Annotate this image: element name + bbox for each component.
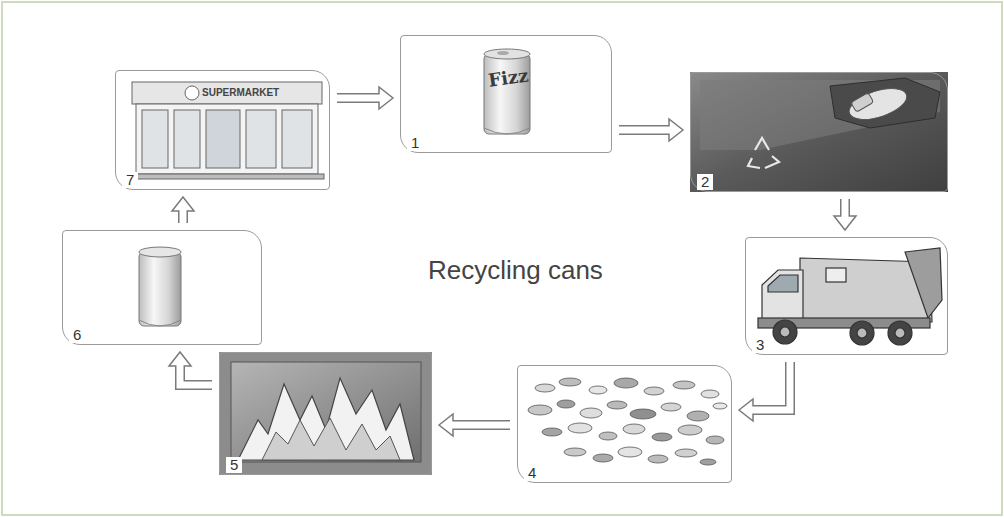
step-number: 1 bbox=[407, 135, 423, 151]
step-number: 7 bbox=[122, 172, 138, 188]
arrow-fill bbox=[619, 127, 672, 134]
flow-arrow bbox=[337, 87, 393, 109]
flow-arrow bbox=[739, 362, 790, 421]
flow-arrow bbox=[619, 119, 683, 141]
step-box: 5 bbox=[219, 352, 432, 475]
step-number: 3 bbox=[752, 337, 768, 353]
diagram-title: Recycling cans bbox=[428, 255, 603, 286]
crushed-cans bbox=[528, 378, 727, 465]
step-box: 6 bbox=[62, 230, 262, 345]
arrow-fill bbox=[337, 95, 382, 102]
shop-sign: SUPERMARKET bbox=[202, 87, 279, 98]
recycling-bin bbox=[690, 72, 948, 192]
can-brand: Fizz bbox=[487, 64, 530, 90]
flow-arrow bbox=[834, 199, 856, 230]
flow-arrow bbox=[439, 414, 510, 436]
flow-arrow bbox=[172, 197, 194, 223]
arrow-fill bbox=[450, 422, 510, 429]
arrow-fill bbox=[842, 199, 849, 219]
flow-arrow bbox=[169, 352, 212, 385]
arrow-fill bbox=[180, 363, 212, 385]
step-number: 6 bbox=[69, 327, 85, 343]
step-box: 1 bbox=[400, 35, 612, 153]
step-box: 2 bbox=[690, 72, 948, 192]
arrow-fill bbox=[750, 362, 790, 410]
furnace-fire bbox=[219, 352, 432, 475]
fizz-can bbox=[484, 49, 530, 134]
step-number: 4 bbox=[524, 465, 540, 481]
arrow-outline bbox=[753, 362, 790, 410]
step-number: 5 bbox=[226, 457, 242, 473]
arrow-fill bbox=[180, 208, 187, 223]
step-number: 2 bbox=[697, 174, 713, 190]
step-box: 4 bbox=[517, 365, 732, 483]
new-can bbox=[139, 247, 181, 326]
garbage-truck bbox=[758, 248, 942, 345]
step-box: 3 bbox=[745, 237, 948, 355]
supermarket-building bbox=[130, 82, 324, 179]
